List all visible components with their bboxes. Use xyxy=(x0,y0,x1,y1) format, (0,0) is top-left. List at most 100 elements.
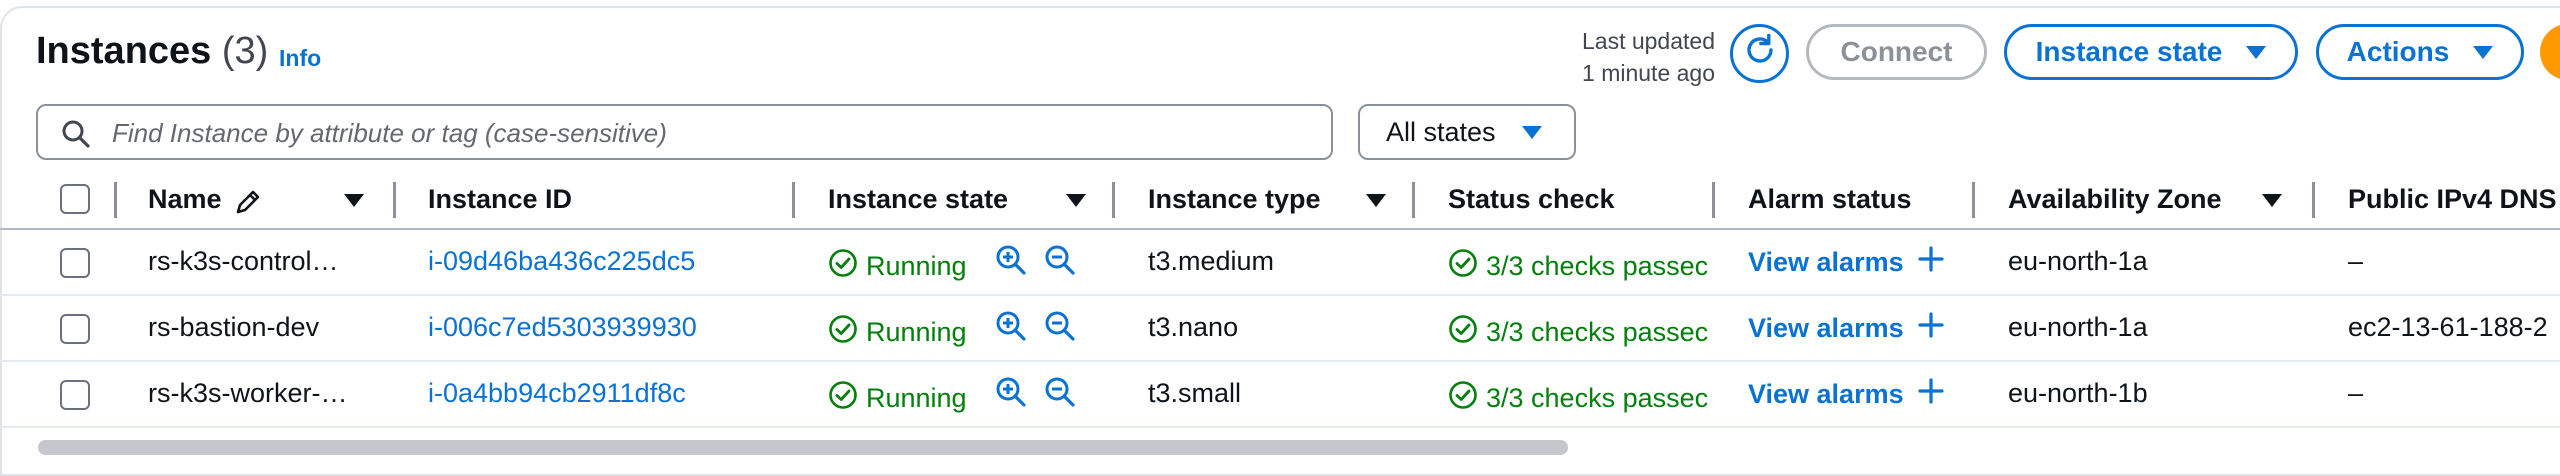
page-title: Instances (3) xyxy=(36,30,268,73)
public-dns: – xyxy=(2348,378,2364,408)
column-header-instance-id[interactable]: Instance ID xyxy=(428,184,573,214)
instance-name: rs-k3s-control… xyxy=(148,246,339,276)
column-header-status-check[interactable]: Status check xyxy=(1448,184,1615,214)
check-circle-icon xyxy=(828,314,858,351)
instance-state-text: Running xyxy=(866,317,967,347)
instance-count: (3) xyxy=(221,30,269,72)
column-divider xyxy=(393,182,396,218)
availability-zone: eu-north-1a xyxy=(2008,312,2148,342)
column-header-name[interactable]: Name xyxy=(148,184,222,215)
instance-name: rs-bastion-dev xyxy=(148,312,320,342)
instance-state-text: Running xyxy=(866,383,967,413)
actions-button[interactable]: Actions xyxy=(2316,24,2524,80)
status-check-text: 3/3 checks passec xyxy=(1486,251,1709,281)
view-alarms-link[interactable]: View alarms xyxy=(1748,378,1944,411)
zoom-out-icon[interactable] xyxy=(1044,310,1076,347)
caret-down-icon xyxy=(1521,125,1542,139)
column-divider xyxy=(1972,182,1975,218)
status-check: 3/3 checks passec xyxy=(1448,314,1712,351)
instance-state: Running xyxy=(828,314,967,351)
refresh-button[interactable] xyxy=(1730,24,1789,83)
instance-state: Running xyxy=(828,380,967,417)
public-dns: ec2-13-61-188-2 xyxy=(2348,312,2548,342)
status-check: 3/3 checks passec xyxy=(1448,380,1712,417)
instance-state-label: Instance state xyxy=(2035,36,2223,67)
view-alarms-label: View alarms xyxy=(1748,247,1904,277)
instance-state-button[interactable]: Instance state xyxy=(2004,24,2298,80)
column-label: Name xyxy=(148,184,222,214)
caret-down-icon xyxy=(2246,45,2267,59)
column-header-alarm-status[interactable]: Alarm status xyxy=(1748,184,1912,214)
table-row[interactable]: rs-k3s-control… i-09d46ba436c225dc5 Runn… xyxy=(0,230,2560,296)
select-all-checkbox[interactable] xyxy=(60,184,90,214)
check-circle-icon xyxy=(828,248,858,285)
title-text: Instances xyxy=(36,30,212,72)
launch-instances-button[interactable] xyxy=(2540,24,2560,80)
horizontal-scrollbar-thumb[interactable] xyxy=(38,440,1568,455)
table-row[interactable]: rs-bastion-dev i-006c7ed5303939930 Runni… xyxy=(0,296,2560,362)
plus-icon[interactable] xyxy=(1918,312,1944,345)
sort-caret-icon[interactable] xyxy=(2262,194,2282,207)
state-filter-value: All states xyxy=(1386,116,1496,147)
connect-button[interactable]: Connect xyxy=(1806,24,1987,80)
actions-label: Actions xyxy=(2346,36,2450,67)
table-header: Name Instance ID Instance state Instance… xyxy=(0,172,2560,230)
status-check-text: 3/3 checks passec xyxy=(1486,383,1709,413)
zoom-out-icon[interactable] xyxy=(1044,244,1076,281)
last-updated: Last updated 1 minute ago xyxy=(1555,25,1715,89)
zoom-in-icon[interactable] xyxy=(995,244,1027,281)
pencil-icon xyxy=(234,188,262,221)
status-check: 3/3 checks passec xyxy=(1448,248,1712,285)
search-input[interactable] xyxy=(110,114,1314,152)
zoom-in-icon[interactable] xyxy=(995,310,1027,347)
column-header-public-ipv4-dns[interactable]: Public IPv4 DNS xyxy=(2348,184,2557,214)
instance-type: t3.small xyxy=(1148,378,1242,408)
column-divider xyxy=(1412,182,1415,218)
public-dns: – xyxy=(2348,246,2364,276)
search-box[interactable] xyxy=(36,104,1333,160)
last-updated-time: 1 minute ago xyxy=(1582,60,1715,86)
instance-state: Running xyxy=(828,248,967,285)
column-divider xyxy=(2312,182,2315,218)
plus-icon[interactable] xyxy=(1918,246,1944,279)
column-divider xyxy=(792,182,795,218)
availability-zone: eu-north-1b xyxy=(2008,378,2148,408)
state-filter-select[interactable]: All states xyxy=(1358,104,1576,160)
view-alarms-label: View alarms xyxy=(1748,313,1904,343)
zoom-in-icon[interactable] xyxy=(995,376,1027,413)
instance-state-text: Running xyxy=(866,251,967,281)
column-header-instance-type[interactable]: Instance type xyxy=(1148,184,1321,214)
column-divider xyxy=(1712,182,1715,218)
sort-caret-icon[interactable] xyxy=(344,194,364,207)
column-divider xyxy=(114,182,117,218)
view-alarms-link[interactable]: View alarms xyxy=(1748,246,1944,279)
row-checkbox[interactable] xyxy=(60,248,90,278)
instance-id-link[interactable]: i-0a4bb94cb2911df8c xyxy=(428,378,686,408)
last-updated-label: Last updated xyxy=(1581,28,1715,54)
row-checkbox[interactable] xyxy=(60,380,90,410)
table-row[interactable]: rs-k3s-worker-… i-0a4bb94cb2911df8c Runn… xyxy=(0,362,2560,428)
column-header-instance-state[interactable]: Instance state xyxy=(828,184,1009,214)
zoom-out-icon[interactable] xyxy=(1044,376,1076,413)
sort-caret-icon[interactable] xyxy=(1366,194,1386,207)
plus-icon[interactable] xyxy=(1918,378,1944,411)
check-circle-icon xyxy=(1448,314,1478,351)
search-icon xyxy=(60,118,92,155)
column-divider xyxy=(1112,182,1115,218)
check-circle-icon xyxy=(828,380,858,417)
instance-id-link[interactable]: i-09d46ba436c225dc5 xyxy=(428,246,696,276)
view-alarms-label: View alarms xyxy=(1748,379,1904,409)
row-checkbox[interactable] xyxy=(60,314,90,344)
view-alarms-link[interactable]: View alarms xyxy=(1748,312,1944,345)
sort-caret-icon[interactable] xyxy=(1066,194,1086,207)
refresh-icon xyxy=(1741,31,1779,76)
instance-id-link[interactable]: i-006c7ed5303939930 xyxy=(428,312,697,342)
instance-type: t3.medium xyxy=(1148,246,1275,276)
column-header-availability-zone[interactable]: Availability Zone xyxy=(2008,184,2222,214)
instance-name: rs-k3s-worker-… xyxy=(148,378,348,408)
status-check-text: 3/3 checks passec xyxy=(1486,317,1709,347)
instance-type: t3.nano xyxy=(1148,312,1239,342)
check-circle-icon xyxy=(1448,380,1478,417)
info-link[interactable]: Info xyxy=(279,45,322,71)
caret-down-icon xyxy=(2473,45,2494,59)
